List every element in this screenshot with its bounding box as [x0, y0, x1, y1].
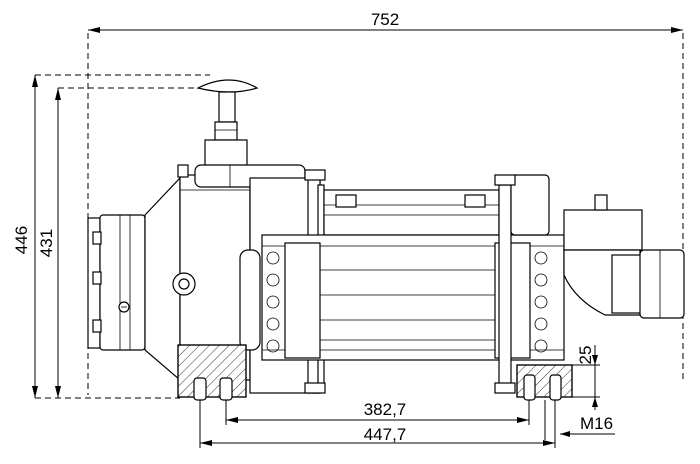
mount-bolt-icon — [219, 377, 233, 401]
mount-bolt-icon — [549, 374, 562, 401]
mount-bolt-icon — [193, 377, 207, 401]
frame-right-plate — [494, 174, 550, 394]
dimension-label-447-7: 447,7 — [364, 425, 407, 444]
dimension-mount-inner: 382,7 — [225, 400, 530, 425]
dimension-label-446: 446 — [12, 226, 31, 254]
freespool-handle — [194, 79, 306, 188]
dimension-bolt-size: M16 — [544, 400, 615, 440]
dimension-label-382-7: 382,7 — [364, 400, 407, 419]
dimension-mount-outer: 447,7 — [199, 400, 556, 448]
right-mounting-foot — [516, 364, 573, 401]
breather-valve-icon — [594, 194, 608, 211]
dimension-foot-thickness: 25 — [572, 345, 600, 410]
dimension-label-25: 25 — [576, 346, 595, 365]
left-mounting-foot — [177, 344, 247, 401]
dimension-label-752: 752 — [371, 10, 399, 29]
dimension-label-m16: M16 — [580, 414, 613, 433]
dimension-handle-height: 431 — [37, 88, 61, 398]
dimension-overall-length: 752 — [88, 10, 683, 33]
handle-knob-icon — [196, 79, 259, 93]
mount-bolt-icon — [523, 374, 536, 401]
hydraulic-motor-flange — [87, 214, 146, 351]
right-motor-unit — [563, 194, 685, 319]
dimension-overall-height: 446 — [12, 75, 38, 398]
dimension-label-431: 431 — [37, 229, 56, 257]
left-drum-flange — [239, 242, 321, 359]
